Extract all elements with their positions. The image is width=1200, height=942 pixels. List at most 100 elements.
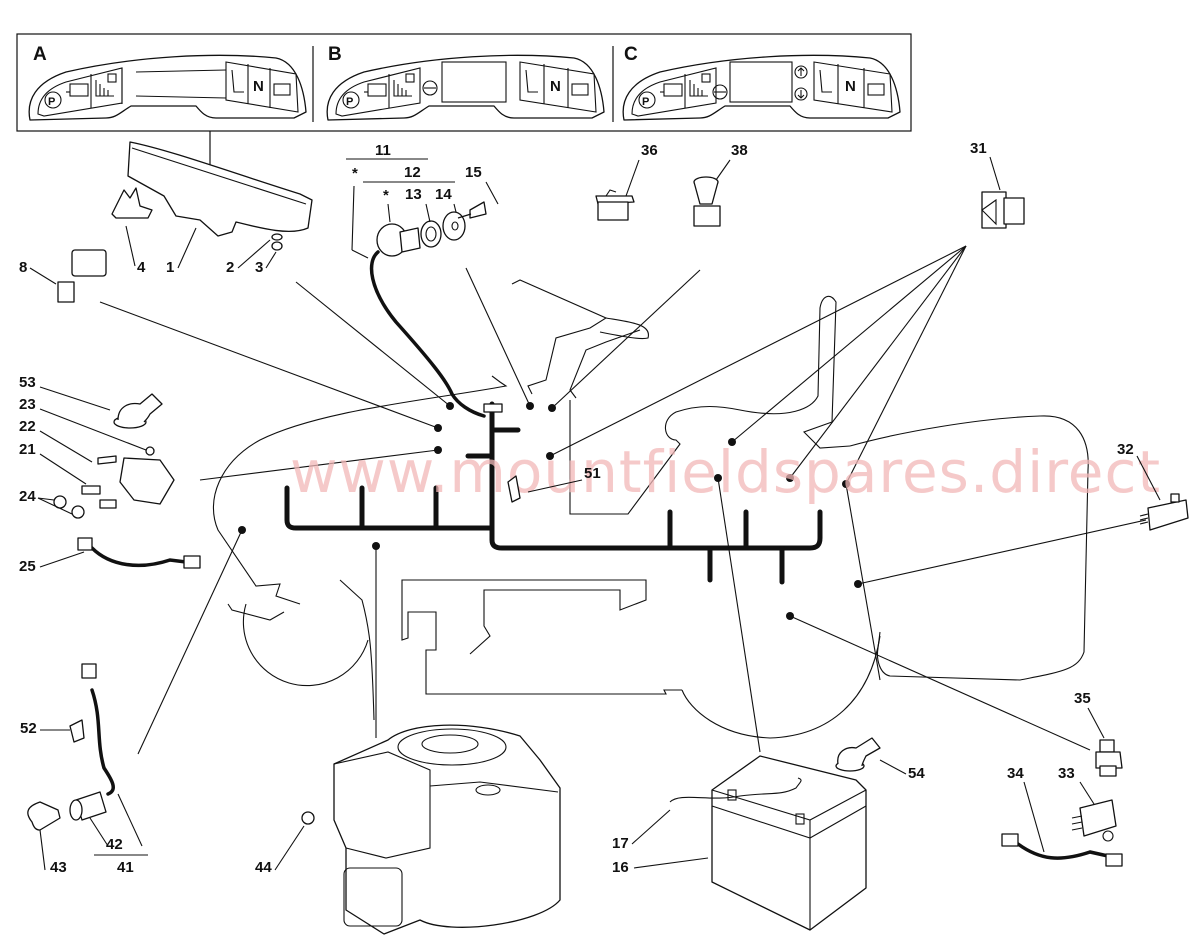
label-star-12: * <box>383 187 389 204</box>
part-16-battery <box>711 755 867 931</box>
dashboard-variant-c: C P N <box>622 44 901 121</box>
lcd-display <box>441 61 507 103</box>
label-3: 3 <box>255 259 263 276</box>
label-52: 52 <box>20 720 37 737</box>
parking-brake-icon: P <box>342 91 360 109</box>
label-17: 17 <box>612 835 629 852</box>
part-51-clip <box>507 475 521 503</box>
part-14-ring <box>442 211 466 241</box>
part-32-microswitch <box>1139 493 1189 531</box>
mode-button-icon <box>422 80 438 96</box>
label-54: 54 <box>908 765 925 782</box>
part-2-3-washer-nut <box>271 233 283 251</box>
part-labels: 1 2 3 4 8 11 * 12 * 13 14 15 36 38 31 53 <box>19 140 1161 876</box>
wiring-harness <box>284 250 823 585</box>
label-42: 42 <box>106 836 123 853</box>
fuel-icon <box>66 83 89 97</box>
label-34: 34 <box>1007 765 1024 782</box>
dashboard-variant-a: A P N <box>28 44 307 121</box>
panel-letter-b: B <box>328 44 342 65</box>
label-35: 35 <box>1074 690 1091 707</box>
label-14: 14 <box>435 186 452 203</box>
battery-icon <box>273 83 291 96</box>
part-52-clip <box>69 719 85 743</box>
svg-text:P: P <box>642 96 649 108</box>
label-43: 43 <box>50 859 67 876</box>
label-2: 2 <box>226 259 234 276</box>
label-8: 8 <box>19 259 27 276</box>
part-31-switch <box>981 191 1025 229</box>
label-31: 31 <box>970 140 987 157</box>
part-24-nuts <box>53 495 85 519</box>
panel-letter-c: C <box>624 44 638 65</box>
part-33-microswitch <box>1071 799 1117 842</box>
part-23-nut <box>145 446 155 456</box>
label-33: 33 <box>1058 765 1075 782</box>
label-4: 4 <box>137 259 146 276</box>
part-54-terminal-cover <box>835 737 881 772</box>
part-44-nut <box>301 811 315 825</box>
part-53-terminal-cover <box>113 393 163 429</box>
dashboard-variant-b: B P N <box>326 44 605 121</box>
label-11: 11 <box>375 142 391 159</box>
label-24: 24 <box>19 488 36 505</box>
label-13: 13 <box>405 186 422 203</box>
label-25: 25 <box>19 558 36 575</box>
label-12: 12 <box>404 164 421 181</box>
part-22-screw <box>97 455 117 465</box>
label-23: 23 <box>19 396 36 413</box>
parking-brake-icon: P <box>638 91 656 109</box>
svg-text:P: P <box>346 96 353 108</box>
part-21-solenoid <box>81 457 175 509</box>
fuel-icon <box>660 83 683 97</box>
part-41-lamp-holder-cable <box>81 663 115 796</box>
label-21: 21 <box>19 441 36 458</box>
part-8-fuse-holder <box>57 249 107 303</box>
label-44: 44 <box>255 859 272 876</box>
part-42-lamp-holder <box>69 791 107 821</box>
part-43-bulb <box>27 801 61 831</box>
label-51: 51 <box>584 465 601 482</box>
part-13-nut <box>420 220 442 248</box>
label-53: 53 <box>19 374 36 391</box>
part-35-switch <box>1095 739 1123 777</box>
fuel-icon <box>364 83 387 97</box>
engine <box>333 724 561 935</box>
part-25-cable <box>77 537 201 569</box>
part-12-ignition-switch <box>376 223 421 257</box>
grass-bag-icon <box>393 73 415 97</box>
seat-icon <box>231 69 244 93</box>
label-38: 38 <box>731 142 748 159</box>
parking-brake-icon: P <box>44 91 62 109</box>
seat-icon <box>525 69 538 93</box>
grass-bag-icon <box>689 73 711 97</box>
seat-icon <box>819 69 832 93</box>
label-15: 15 <box>465 164 482 181</box>
neutral-icon: N <box>845 78 856 95</box>
part-17-battery-strap <box>669 777 802 803</box>
battery-icon <box>571 83 589 96</box>
mode-button-icon <box>712 84 728 100</box>
part-4-bracket <box>111 187 153 219</box>
label-1: 1 <box>166 259 174 276</box>
panel-letter-a: A <box>33 44 47 65</box>
arrow-up-icon <box>794 65 808 79</box>
part-34-cable <box>1001 833 1123 867</box>
watermark: www.mountfieldspares.direct <box>290 438 1161 506</box>
label-41: 41 <box>117 859 134 876</box>
battery-icon <box>867 83 885 96</box>
svg-text:P: P <box>48 96 55 108</box>
neutral-icon: N <box>550 78 561 95</box>
part-36-rocker-switch <box>595 189 635 221</box>
arrow-down-icon <box>794 87 808 101</box>
part-15-key <box>457 201 487 219</box>
label-22: 22 <box>19 418 36 435</box>
label-star-11: * <box>352 165 358 182</box>
grass-bag-icon <box>95 73 117 97</box>
part-1-dashboard-panel <box>127 141 313 237</box>
lcd-display <box>729 61 793 103</box>
neutral-icon: N <box>253 78 264 95</box>
label-32: 32 <box>1117 441 1134 458</box>
leader-lines <box>99 245 1147 755</box>
